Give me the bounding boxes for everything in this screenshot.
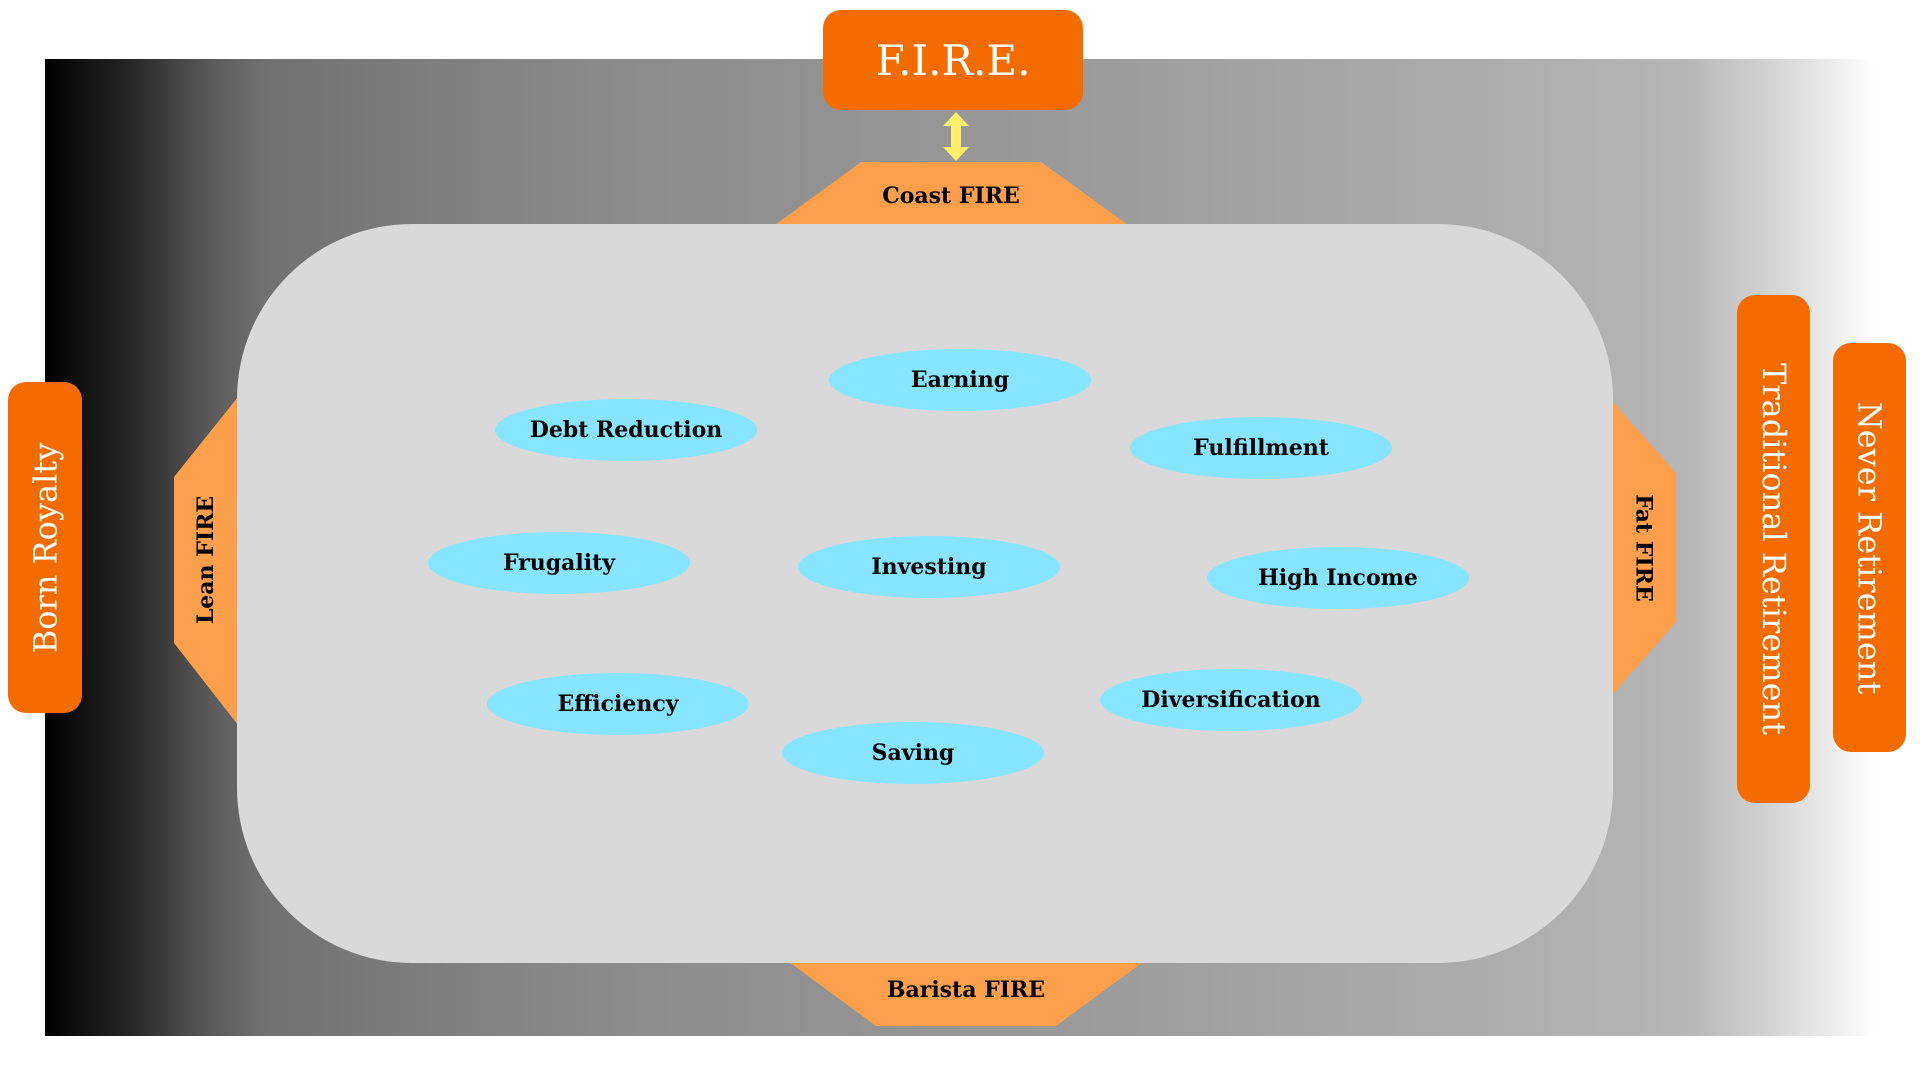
concept-diversification: Diversification: [1100, 669, 1362, 731]
barista-fire-text: Barista FIRE: [886, 977, 1046, 1003]
concept-investing: Investing: [798, 536, 1060, 598]
double-arrow-icon: [943, 112, 969, 161]
concept-frugality: Frugality: [428, 532, 690, 594]
fire-title-box: F.I.R.E.: [823, 10, 1083, 110]
concept-label: High Income: [1258, 565, 1418, 591]
fat-fire-label: Fat FIRE: [1612, 473, 1676, 622]
traditional-retirement-label: Traditional Retirement: [1754, 363, 1793, 735]
concept-high-income: High Income: [1207, 547, 1469, 609]
never-retirement-label: Never Retirement: [1850, 401, 1889, 694]
concept-label: Saving: [871, 740, 955, 766]
concept-label: Earning: [910, 367, 1010, 393]
concept-debt-reduction: Debt Reduction: [495, 399, 757, 461]
born-royalty-box: Born Royalty: [8, 382, 82, 713]
coast-fire-label: Coast FIRE: [861, 178, 1041, 214]
concept-label: Investing: [871, 554, 987, 580]
coast-fire-text: Coast FIRE: [882, 183, 1020, 209]
fat-fire-text: Fat FIRE: [1631, 493, 1657, 602]
lean-fire-shape: [174, 397, 238, 725]
concept-saving: Saving: [782, 722, 1044, 784]
lean-fire-text: Lean FIRE: [193, 495, 219, 625]
concept-fulfillment: Fulfillment: [1130, 417, 1392, 479]
lean-fire-label: Lean FIRE: [174, 477, 238, 643]
concept-earning: Earning: [829, 349, 1091, 411]
concept-label: Frugality: [502, 550, 616, 576]
traditional-retirement-box: Traditional Retirement: [1737, 295, 1810, 803]
born-royalty-label: Born Royalty: [26, 442, 65, 653]
fire-title-label: F.I.R.E.: [875, 35, 1031, 85]
concept-label: Fulfillment: [1193, 435, 1329, 461]
concept-efficiency: Efficiency: [487, 673, 749, 735]
barista-fire-shape: [789, 962, 1143, 1026]
never-retirement-box: Never Retirement: [1833, 343, 1906, 752]
coast-fire-shape: [775, 162, 1128, 225]
concept-label: Diversification: [1141, 687, 1321, 713]
barista-fire-label: Barista FIRE: [876, 972, 1056, 1008]
concept-label: Efficiency: [557, 691, 679, 717]
fat-fire-shape: [1612, 401, 1676, 695]
concept-label: Debt Reduction: [529, 417, 723, 443]
